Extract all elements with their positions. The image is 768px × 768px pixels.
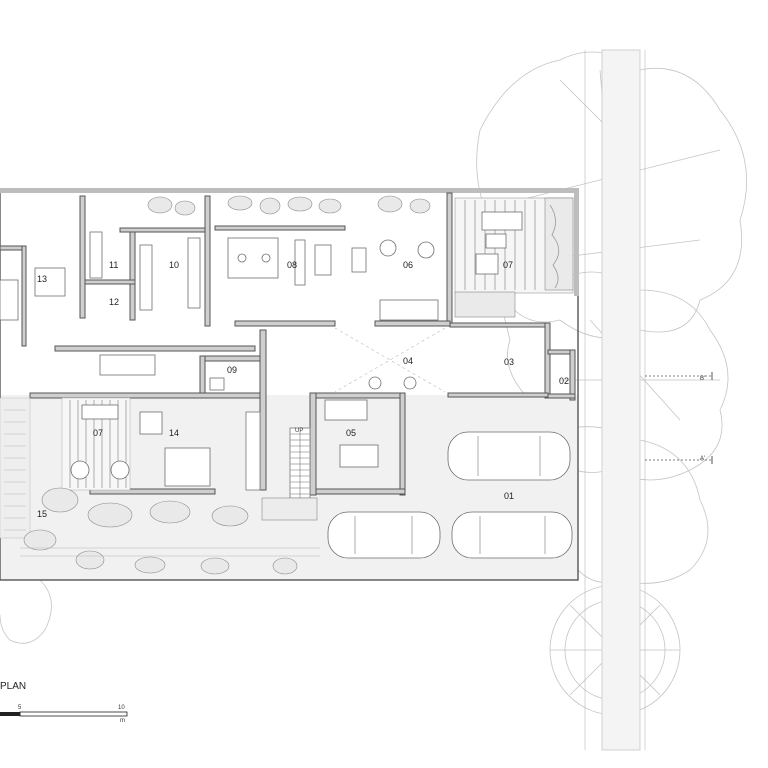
cars — [327, 431, 573, 559]
plan-title: PLAN — [0, 681, 26, 692]
room-label-04: 04 — [403, 356, 413, 366]
room-label-05: 05 — [346, 428, 356, 438]
room-label-15: 15 — [37, 509, 47, 519]
scale-tick-5: 5 — [18, 705, 22, 711]
room-label-06: 06 — [403, 260, 413, 270]
sidewalk — [601, 49, 641, 751]
room-label-03: 03 — [504, 357, 514, 367]
room-label-08: 08 — [287, 260, 297, 270]
room-label-09: 09 — [227, 365, 237, 375]
room-label-12: 12 — [109, 297, 119, 307]
section-mark-a: A' — [700, 456, 705, 462]
room-label-14: 14 — [169, 428, 179, 438]
water-feature — [544, 197, 574, 291]
stair-up-label: UP — [295, 428, 303, 434]
east-wall — [574, 188, 579, 296]
north-planting — [147, 195, 431, 216]
section-marks: B' A' — [645, 372, 713, 464]
room-label-11: 11 — [109, 260, 118, 270]
section-mark-b: B' — [700, 376, 705, 382]
room-label-07-north: 07 — [503, 260, 513, 270]
north-wall — [0, 188, 578, 193]
room-label-13: 13 — [37, 274, 47, 284]
scale-tick-10: 10 — [118, 705, 125, 711]
stair — [245, 411, 318, 521]
interior-walls — [0, 192, 576, 496]
room-label-07-south: 07 — [93, 428, 103, 438]
scale-unit: m — [120, 718, 125, 724]
room-label-02: 02 — [559, 376, 569, 386]
room-label-01: 01 — [504, 491, 514, 501]
furniture — [0, 231, 439, 487]
garden-planting — [0, 397, 320, 575]
room-label-10: 10 — [169, 260, 179, 270]
scale-bar: 5 10 m — [0, 705, 128, 724]
